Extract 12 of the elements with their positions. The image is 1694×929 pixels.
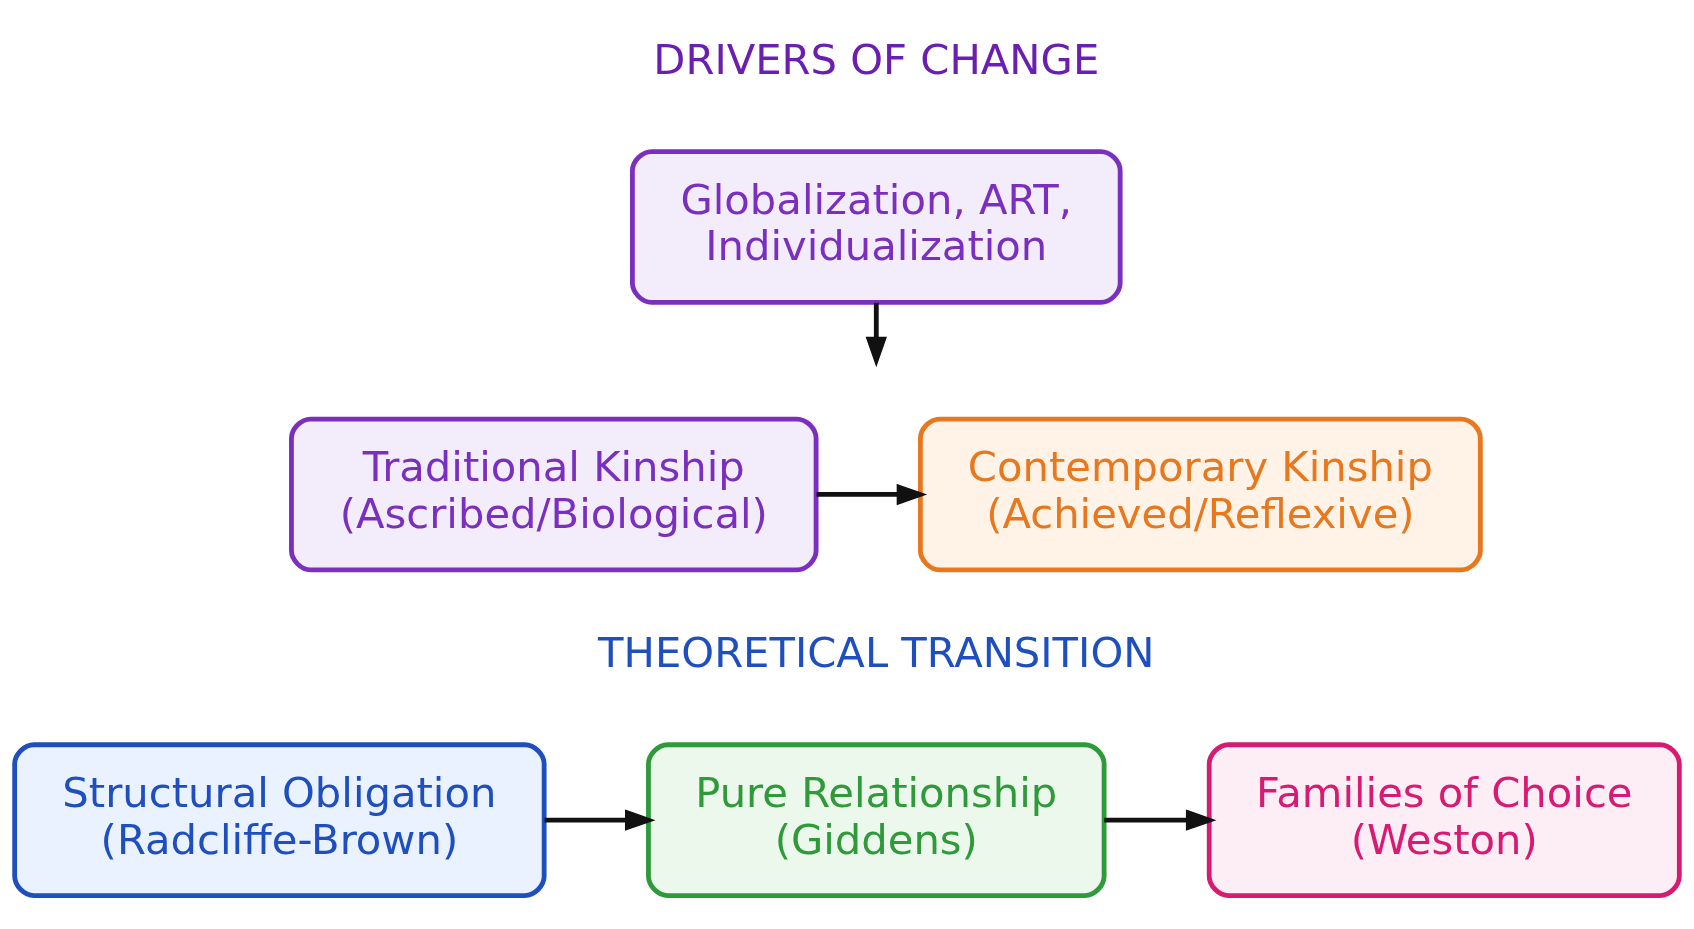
node-box: Globalization, ART, Individualization	[630, 148, 1123, 305]
node-box: Traditional Kinship (Ascribed/Biological)	[289, 416, 819, 572]
node-box: Structural Obligation (Radcliffe-Brown)	[12, 741, 547, 898]
node-box: Pure Relationship (Giddens)	[646, 741, 1107, 898]
arrow	[1104, 809, 1217, 831]
arrow	[865, 302, 887, 367]
label: THEORETICAL TRANSITION	[598, 627, 1155, 677]
node-box: Contemporary Kinship (Achieved/Reflexive)	[918, 416, 1483, 572]
node-box: Families of Choice (Weston)	[1206, 741, 1682, 898]
arrow	[544, 809, 656, 831]
arrow	[816, 483, 928, 505]
label: DRIVERS OF CHANGE	[653, 34, 1100, 84]
